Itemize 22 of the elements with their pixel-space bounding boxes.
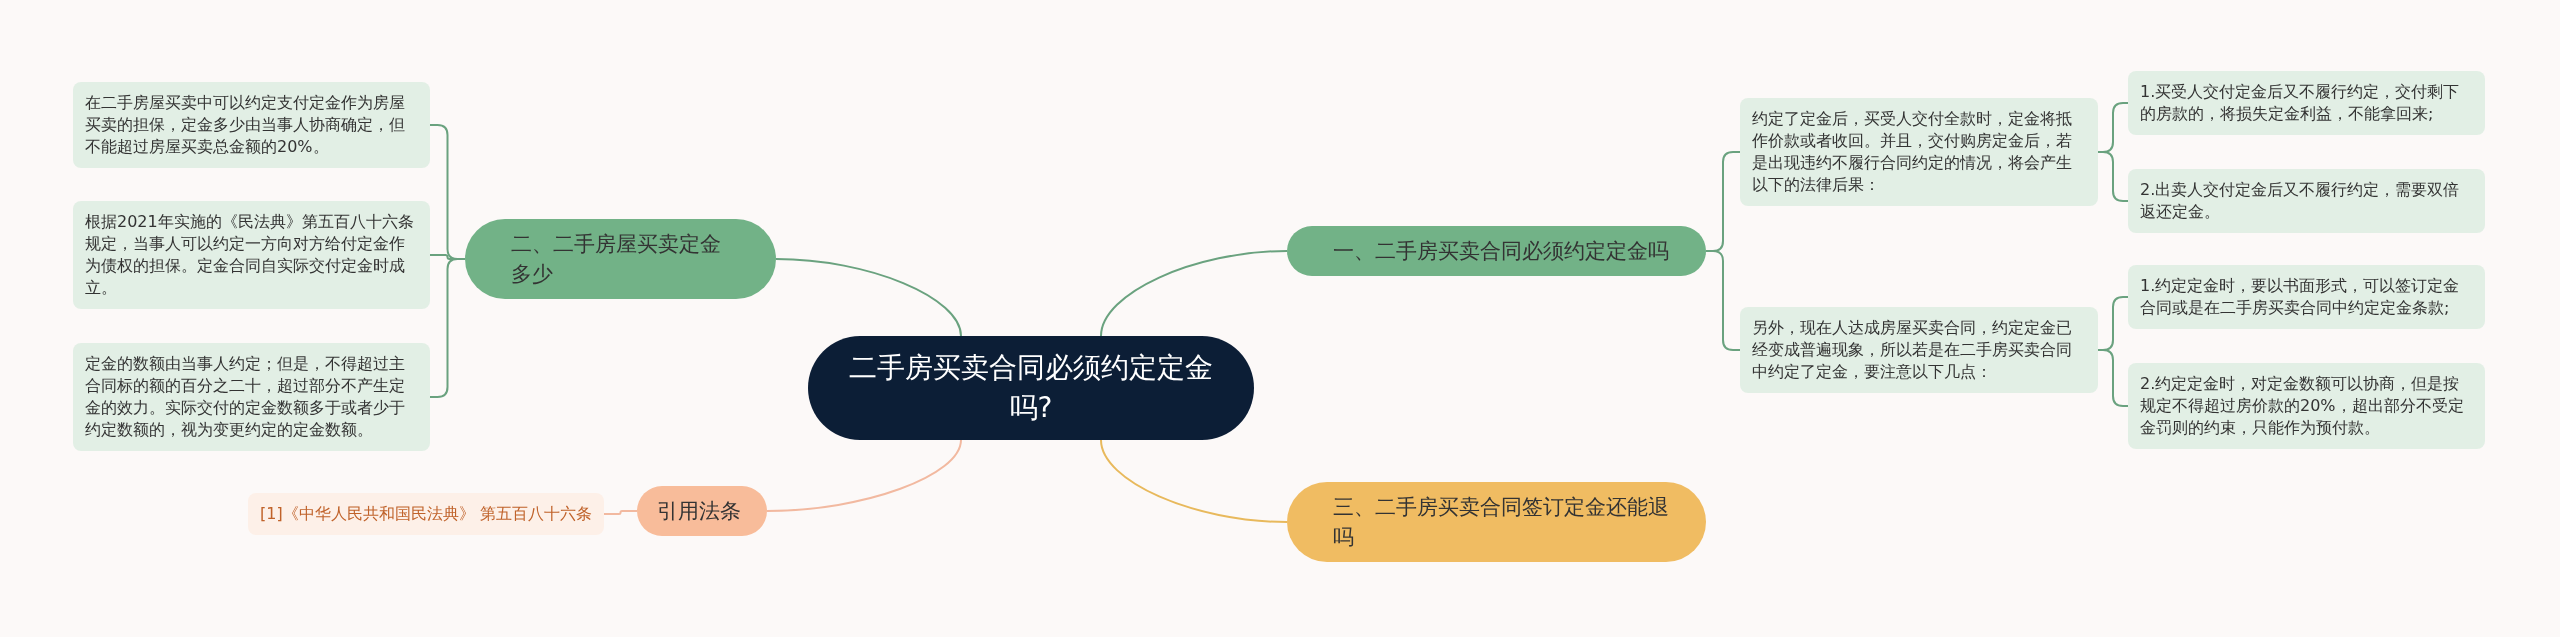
branch-topic: 引用法条 xyxy=(637,486,767,536)
citation-card: [1]《中华人民共和国民法典》 第五百八十六条 xyxy=(248,493,604,535)
detail-card: 另外，现在人达成房屋买卖合同，约定定金已经变成普遍现象，所以若是在二手房买卖合同中约定了定金，要注意以下几点： xyxy=(1740,307,2098,393)
detail-card: 根据2021年实施的《民法典》第五百八十六条规定，当事人可以约定一方向对方给付定金作为债权的担保。定金合同自实际交付定金时成立。 xyxy=(73,201,430,309)
connector-line xyxy=(2097,349,2129,407)
connector-line xyxy=(766,439,962,512)
detail-card: 定金的数额由当事人约定；但是，不得超过主合同标的额的百分之二十，超过部分不产生定金的效力。实际交付的定金数额多于或者少于约定数额的，视为变更约定的定金数额。 xyxy=(73,343,430,451)
connector-line xyxy=(775,258,962,337)
detail-card: 2.出卖人交付定金后又不履行约定，需要双倍返还定金。 xyxy=(2128,169,2485,233)
branch-topic: 二、二手房屋买卖定金多少 xyxy=(465,219,776,299)
connector-line xyxy=(603,510,638,515)
connector-line xyxy=(1100,250,1288,337)
detail-card: 1.约定定金时，要以书面形式，可以签订定金合同或是在二手房买卖合同中约定定金条款; xyxy=(2128,265,2485,329)
connector-line xyxy=(1100,439,1288,523)
central-topic: 二手房买卖合同必须约定定金吗? xyxy=(808,336,1254,440)
branch-topic: 三、二手房买卖合同签订定金还能退吗 xyxy=(1287,482,1706,562)
detail-card: 2.约定定金时，对定金数额可以协商，但是按规定不得超过房价款的20%，超出部分不受定金罚则的约束，只能作为预付款。 xyxy=(2128,363,2485,449)
branch-topic: 一、二手房买卖合同必须约定定金吗 xyxy=(1287,226,1706,276)
detail-card: 约定了定金后，买受人交付全款时，定金将抵作价款或者收回。并且，交付购房定金后，若是出现违约不履行合同约定的情况，将会产生以下的法律后果： xyxy=(1740,98,2098,206)
connector-line xyxy=(2097,151,2129,202)
detail-card: 在二手房屋买卖中可以约定支付定金作为房屋买卖的担保，定金多少由当事人协商确定，但不能超过房屋买卖总金额的20%。 xyxy=(73,82,430,168)
detail-card: 1.买受人交付定金后又不履行约定，交付剩下的房款的，将损失定金利益，不能拿回来; xyxy=(2128,71,2485,135)
